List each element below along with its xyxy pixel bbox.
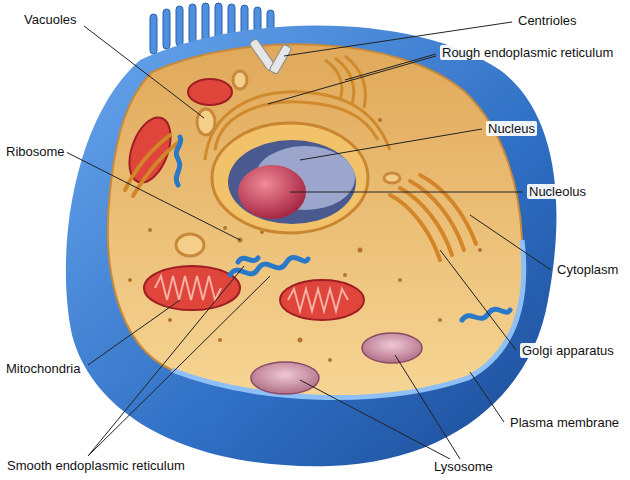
part-label: Nucleus: [486, 121, 537, 136]
part-label: Golgi apparatus: [520, 343, 616, 358]
part-label: Centrioles: [516, 13, 579, 28]
part-label: Lysosome: [432, 459, 495, 474]
part-label: Nucleolus: [527, 184, 588, 199]
part-label: Ribosome: [4, 144, 67, 159]
part-label: Rough endoplasmic reticulum: [440, 45, 615, 60]
part-label: Mitochondria: [4, 361, 82, 376]
part-label: Vacuoles: [22, 12, 79, 27]
part-label: Cytoplasm: [555, 262, 620, 277]
part-label: Plasma membrane: [508, 415, 621, 430]
part-label: Smooth endoplasmic reticulum: [5, 458, 187, 473]
